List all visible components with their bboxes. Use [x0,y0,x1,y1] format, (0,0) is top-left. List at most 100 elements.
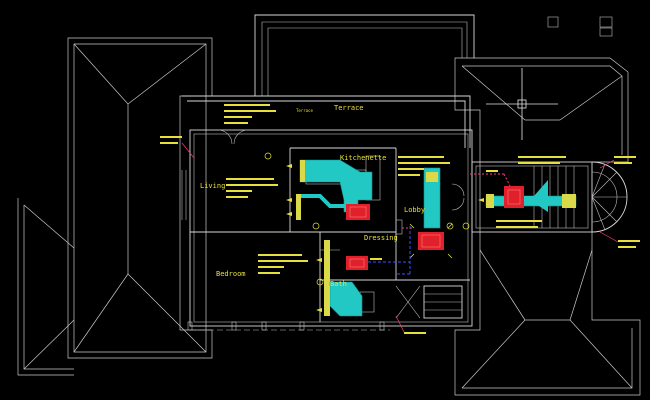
door-arc-1 [217,129,233,145]
terrace-label: Terrace [334,104,364,112]
note-bar-1 [224,104,270,106]
terrace-tag: Terrace [296,108,313,113]
right-lower-hip-4 [569,249,593,321]
note-bar-13 [398,156,444,158]
corridor-ahu [504,186,524,208]
note-bar-12 [258,272,280,274]
note-bar-7 [226,190,252,192]
marker-square-3 [599,27,613,37]
spiral-step-5 [591,196,606,231]
note-bar-20 [496,226,538,228]
right-roof-outline [454,57,641,396]
arrow-2 [286,198,292,202]
living-duct [301,194,346,208]
note-bar-10 [258,260,308,262]
marker-circle-3 [316,278,324,286]
note-bar-22 [160,142,178,144]
column-5 [379,321,385,331]
column-3 [261,321,267,331]
right-roof-inner [462,65,623,155]
marker-circle-2 [312,222,320,230]
refrigerant-pipes [368,173,511,275]
door-arc-2 [233,129,249,145]
top-parapet [254,14,475,96]
bedroom-label: Bedroom [216,270,246,278]
note-bar-27 [404,332,426,334]
bath-diffuser [324,286,330,316]
top-parapet-inner [261,21,468,96]
kitchen-ahu-inner [349,206,367,218]
bedroom-ahu-inner [349,258,365,268]
kitchen-diffuser-1 [300,160,305,182]
note-bar-23 [614,156,636,158]
right-roof-hip [461,65,526,121]
ahu-ray-3 [409,253,415,259]
note-bar-19 [496,220,542,222]
arrow-4 [316,258,322,262]
note-bar-6 [226,184,278,186]
lobby-diffuser [426,172,438,182]
living-diffuser [296,194,301,220]
corridor-diffuser-1 [486,194,494,208]
dressing-label: Dressing [364,234,398,242]
note-bar-11 [258,266,284,268]
hvac-ducts [296,159,577,317]
lobby-label: Lobby [404,206,425,214]
left-lower-hip [23,204,75,249]
note-bar-4 [224,122,248,124]
lobby-duct [423,167,441,229]
note-bar-17 [518,156,566,158]
note-bar-21 [160,136,182,138]
marker-circle-4 [446,222,454,230]
note-bar-24 [614,162,632,164]
left-lower-hip-2 [23,319,75,370]
marker-circle-5 [462,222,470,230]
lobby-ahu-inner [421,234,441,248]
stair-diagonal-2 [395,285,421,319]
spiral-step-2 [591,171,618,198]
note-bar-5 [226,178,274,180]
bath-label: Bath [330,280,347,288]
lobby-ahu [418,232,444,250]
kitchenette-label: Kitchenette [340,154,386,162]
living-label: Living [200,182,225,190]
door-arc-4 [451,197,465,211]
ahu-ray-4 [447,253,453,259]
kitchen-ahu [346,204,370,220]
leader-1 [181,142,195,159]
building-walls [181,95,473,331]
right-lower-hip-3 [479,249,526,321]
ahu-ray-2 [447,223,453,229]
left-lower-roof [17,198,74,376]
arrow-1 [286,164,292,168]
note-bar-8 [226,196,248,198]
ahu-ray-1 [409,223,415,229]
right-lower-hip [461,319,526,389]
right-lower-hip-2 [569,319,633,389]
note-bar-2 [224,110,276,112]
column-4 [299,321,305,331]
note-bar-28 [370,258,382,260]
note-bar-18 [518,162,560,164]
note-bar-29 [486,170,498,172]
pipe-6 [503,173,511,187]
left-roof-hip-2 [127,43,207,105]
room-labels: Terrace Terrace Kitchenette Living Lobby… [200,104,425,288]
arrow-6 [478,198,484,202]
note-bar-9 [258,254,302,256]
note-bar-16 [398,174,420,176]
bedroom-diffuser [324,240,330,286]
marker-circle-1 [264,152,272,160]
terrace-edge [182,95,471,148]
note-bar-14 [398,162,450,164]
leader-4 [395,315,405,333]
note-bar-3 [224,116,252,118]
right-roof-hip-2 [559,75,623,121]
left-roof-hip [73,43,129,353]
corridor-diffuser-2 [562,194,576,208]
corridor-ahu-inner [507,189,521,205]
marker-square-2 [599,16,613,28]
note-bar-25 [618,240,640,242]
